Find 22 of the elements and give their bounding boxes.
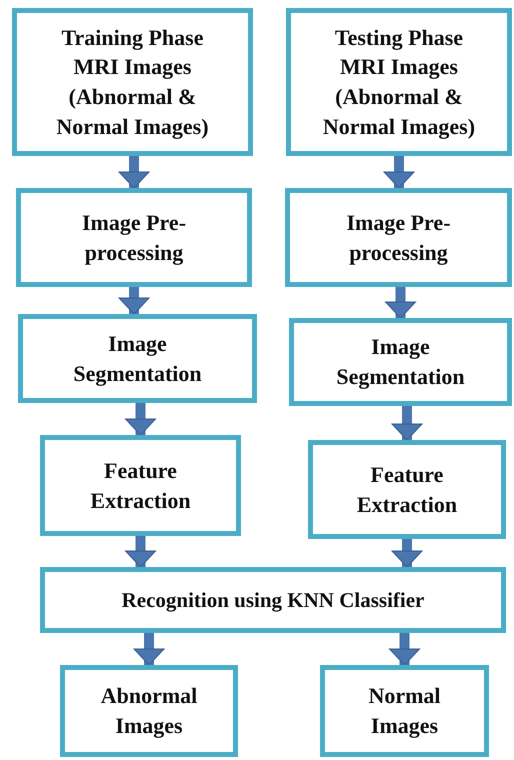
process-box bbox=[308, 440, 506, 539]
box-label: Feature Extraction bbox=[356, 460, 458, 518]
box-label: Image Pre-processing bbox=[345, 208, 452, 267]
box-label: Testing Phase MRI Images (Abnormal & Normal Images) bbox=[322, 24, 476, 141]
process-box bbox=[285, 188, 512, 287]
process-box bbox=[286, 8, 512, 156]
process-box bbox=[289, 318, 512, 406]
box-label: Feature Extraction bbox=[89, 456, 192, 514]
box-label: Normal Images bbox=[367, 682, 442, 740]
process-box bbox=[18, 314, 257, 403]
process-box bbox=[60, 665, 238, 757]
process-box bbox=[40, 435, 241, 536]
process-box bbox=[320, 665, 489, 757]
process-box bbox=[16, 188, 252, 287]
box-label: Recognition using KNN Classifier bbox=[122, 586, 424, 614]
box-label: Abnormal Images bbox=[100, 682, 198, 740]
process-box bbox=[40, 567, 506, 633]
box-label: Image Pre-processing bbox=[80, 208, 188, 267]
process-box bbox=[12, 8, 253, 156]
box-label: Image Segmentation bbox=[335, 333, 466, 391]
box-label: Image Segmentation bbox=[72, 330, 203, 388]
box-label: Training Phase MRI Images (Abnormal & Normal Images) bbox=[55, 24, 210, 141]
